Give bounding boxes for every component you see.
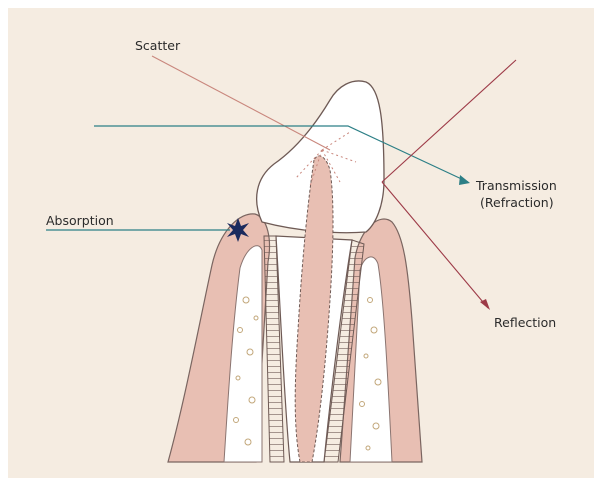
transmission-arrowhead (459, 175, 470, 185)
label-scatter: Scatter (135, 38, 180, 53)
label-transmission: Transmission (476, 178, 557, 193)
label-reflection: Reflection (494, 315, 556, 330)
label-refraction: (Refraction) (480, 195, 554, 210)
label-absorption: Absorption (46, 213, 114, 228)
scatter-ray (152, 56, 330, 150)
incident-ray (382, 60, 516, 182)
